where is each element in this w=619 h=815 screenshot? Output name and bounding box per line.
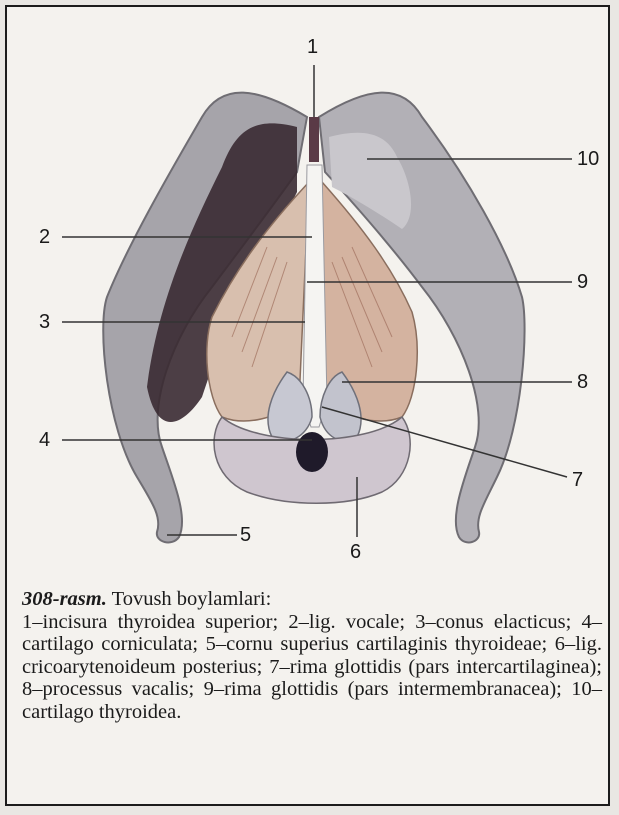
larynx-drawing <box>7 7 612 585</box>
caption-title: Tovush boylamlari: <box>107 588 271 610</box>
label-2: 2 <box>39 227 50 247</box>
label-8: 8 <box>577 372 588 392</box>
incisura-notch <box>309 117 319 162</box>
figure-number: 308-rasm. <box>22 588 107 610</box>
label-6: 6 <box>350 542 361 562</box>
figure-frame: 1 10 2 9 3 8 4 7 5 6 308-rasm. Tovush bo… <box>5 5 610 806</box>
figure-caption: 308-rasm. Tovush boylamlari: 1–incisura … <box>22 588 602 723</box>
label-3: 3 <box>39 312 50 332</box>
label-1: 1 <box>307 37 318 57</box>
larynx-illustration: 1 10 2 9 3 8 4 7 5 6 <box>7 7 612 585</box>
label-10: 10 <box>577 149 599 169</box>
label-7: 7 <box>572 470 583 490</box>
label-5: 5 <box>240 525 251 545</box>
cartilago-corniculata <box>296 432 328 472</box>
label-9: 9 <box>577 272 588 292</box>
caption-text: 1–incisura thyroidea superior; 2–lig. vo… <box>22 611 602 724</box>
caption-title-line: 308-rasm. Tovush boylamlari: <box>22 588 602 611</box>
label-4: 4 <box>39 430 50 450</box>
